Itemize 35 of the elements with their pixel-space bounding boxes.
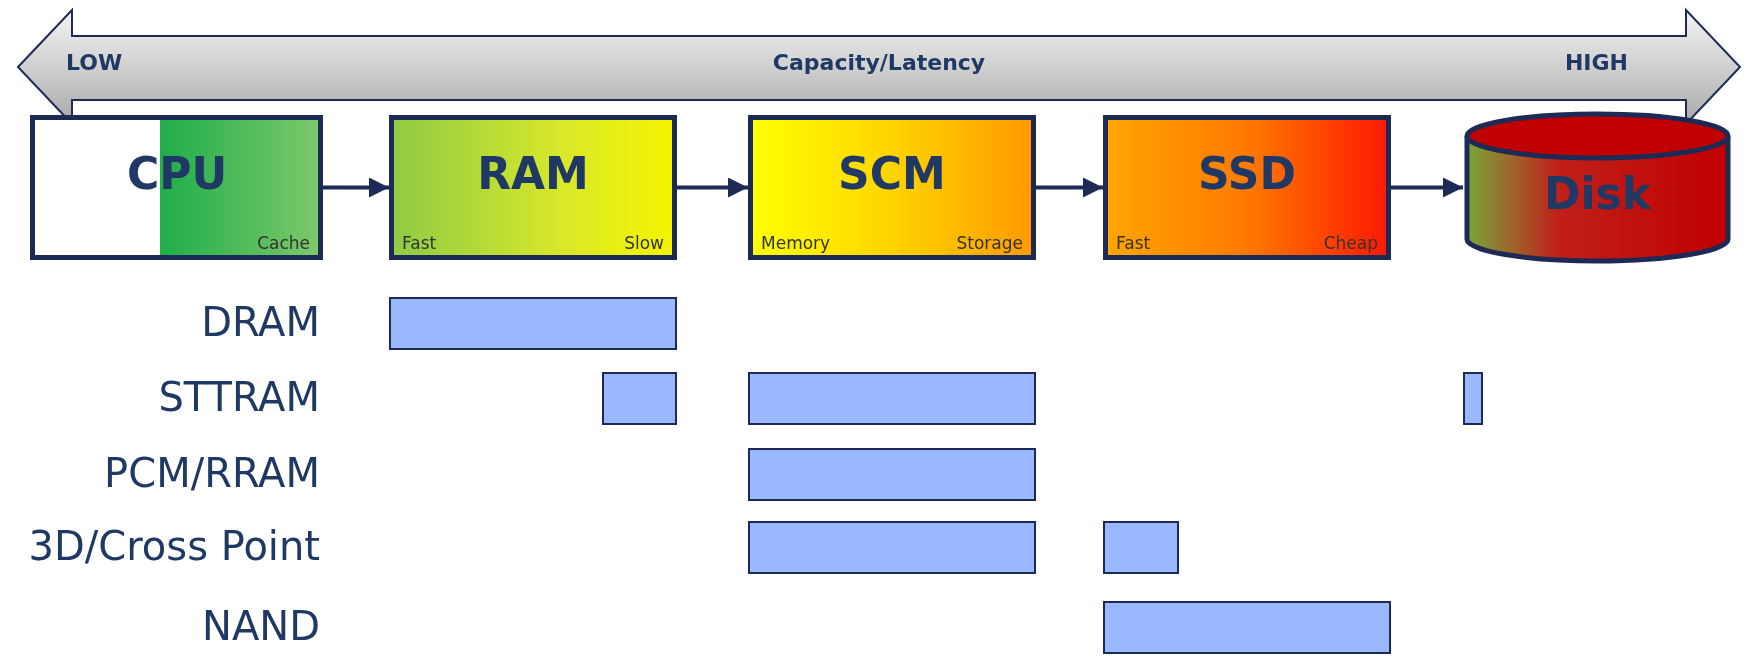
row-label: NAND [202,603,320,649]
tier-title: SSD [1198,148,1296,199]
tier-note: Fast [402,233,437,253]
range-bar [1463,372,1483,425]
range-bar [748,521,1036,574]
range-bar [1103,601,1391,654]
arrow [1036,177,1103,198]
arrow [323,177,389,198]
range-bar [748,372,1036,425]
range-bar [602,372,677,425]
memory-tier-box [389,115,677,260]
tier-title: Disk [1543,168,1652,219]
row-label: DRAM [201,299,320,345]
memory-tier-box [1103,115,1391,260]
tier-title: SCM [838,148,946,199]
row-label: 3D/Cross Point [28,523,320,569]
memory-tier-box [30,115,323,260]
axis-label: HIGH [1564,50,1628,75]
axis-label: Capacity/Latency [772,50,986,75]
tier-note: Fast [1116,233,1151,253]
arrow [677,177,748,198]
tier-note: Cache [257,233,310,253]
tier-note: Cheap [1323,233,1378,253]
tier-note: Memory [761,233,831,253]
row-label: STTRAM [158,374,320,420]
tier-title: RAM [477,148,589,199]
row-label: PCM/RRAM [104,450,320,496]
tier-note: Storage [956,233,1023,253]
range-bar [389,297,677,350]
axis-label: LOW [66,50,123,75]
memory-tier-box [748,115,1036,260]
tier-note: Slow [624,233,664,253]
arrow [1391,177,1463,198]
range-bar [1103,521,1179,574]
range-bar [748,448,1036,501]
